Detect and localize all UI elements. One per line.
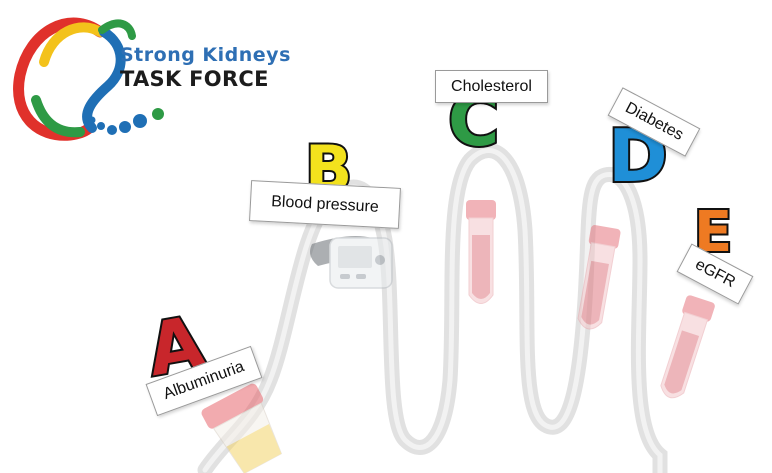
blood-tube-icon: [660, 295, 715, 399]
kidney-logo-icon: [13, 17, 164, 141]
blood-pressure-monitor-icon: [310, 236, 393, 289]
logo-title: Strong Kidneys: [120, 44, 291, 66]
urine-cup-icon: [201, 383, 283, 473]
logo: Strong Kidneys TASK FORCE: [120, 44, 291, 92]
label-blood-pressure: Blood pressure: [249, 180, 401, 229]
logo-subtitle: TASK FORCE: [120, 67, 269, 91]
blood-tube-icon: [577, 225, 621, 330]
blood-tube-icon: [466, 200, 496, 304]
label-cholesterol: Cholesterol: [435, 70, 548, 103]
